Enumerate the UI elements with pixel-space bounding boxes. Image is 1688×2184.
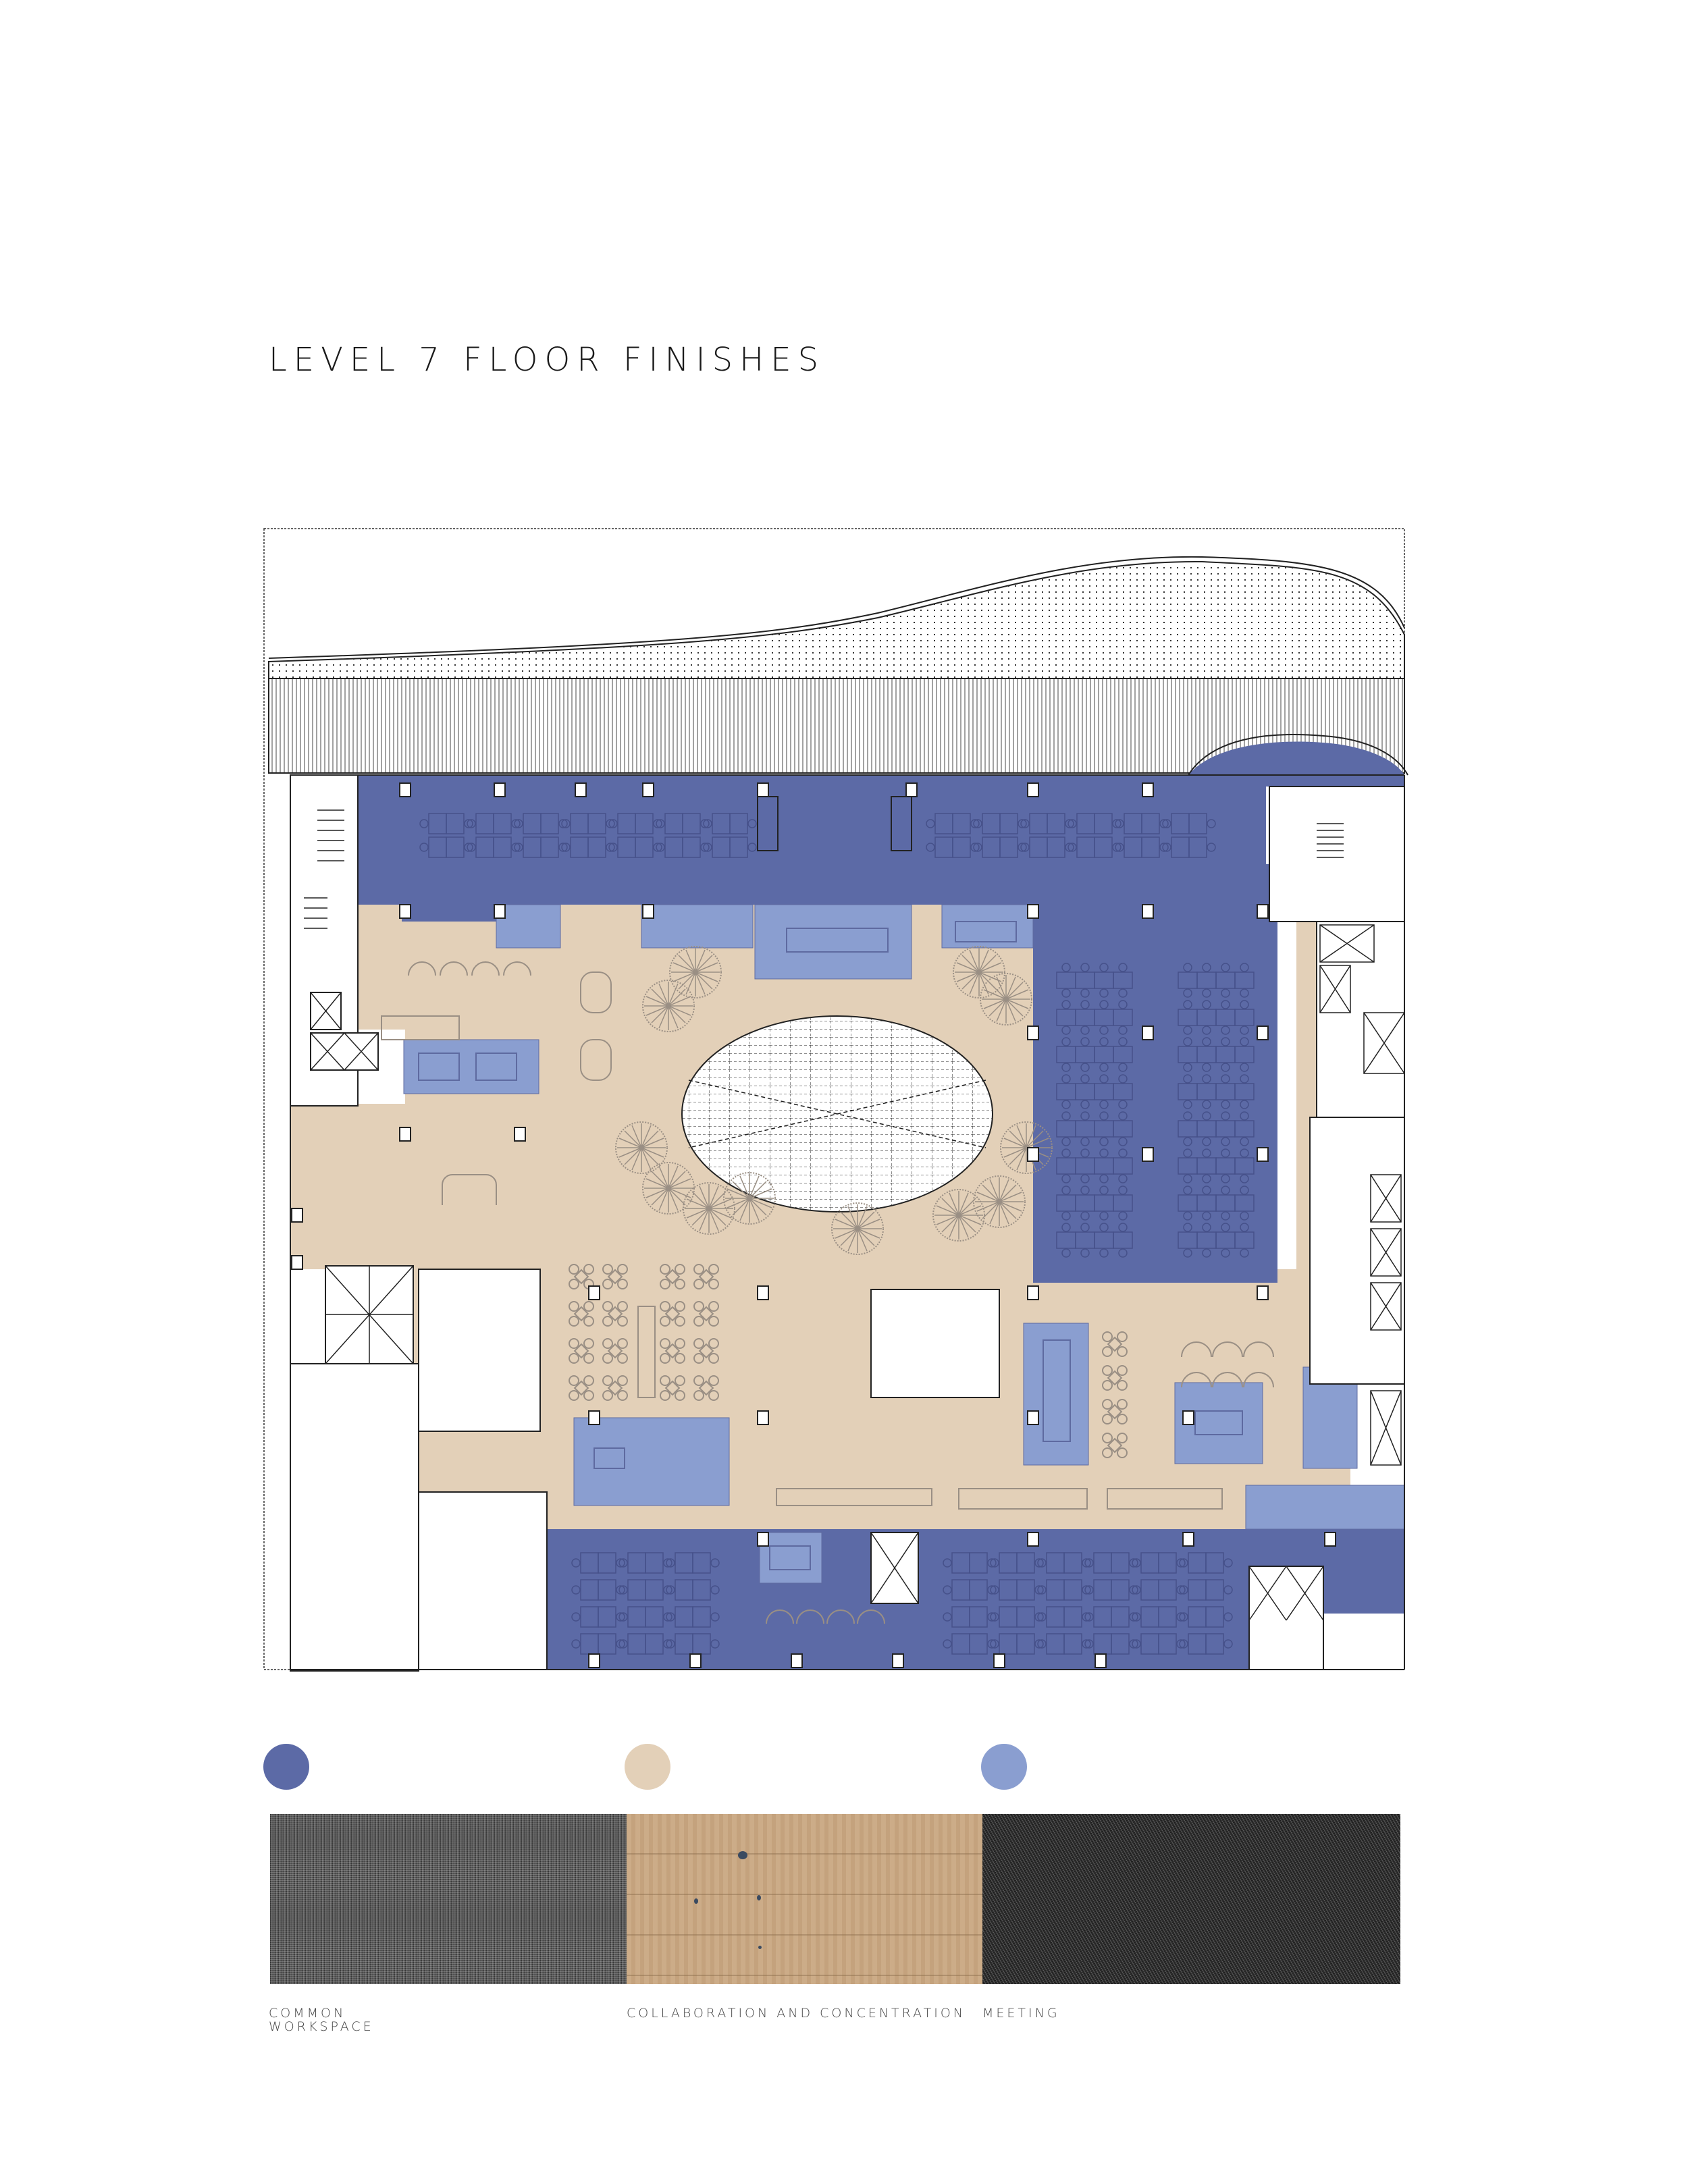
swatch-common-workspace-carpet <box>270 1814 627 1984</box>
label-common-line2: WORKSPACE <box>269 2019 374 2034</box>
page-title: LEVEL 7 FLOOR FINISHES <box>269 341 826 379</box>
label-common-workspace: COMMON WORKSPACE <box>269 2006 374 2033</box>
legend-dot-meeting <box>981 1744 1027 1790</box>
legend-dot-collaboration <box>625 1744 670 1790</box>
swatch-collaboration-timber <box>627 1814 982 1984</box>
legend-dot-common-workspace <box>263 1744 309 1790</box>
label-collaboration: COLLABORATION AND CONCENTRATION <box>627 2006 966 2021</box>
label-meeting: MEETING <box>982 2006 1060 2021</box>
swatch-meeting-carpet <box>982 1814 1400 1984</box>
label-common-line1: COMMON <box>269 2006 346 2021</box>
